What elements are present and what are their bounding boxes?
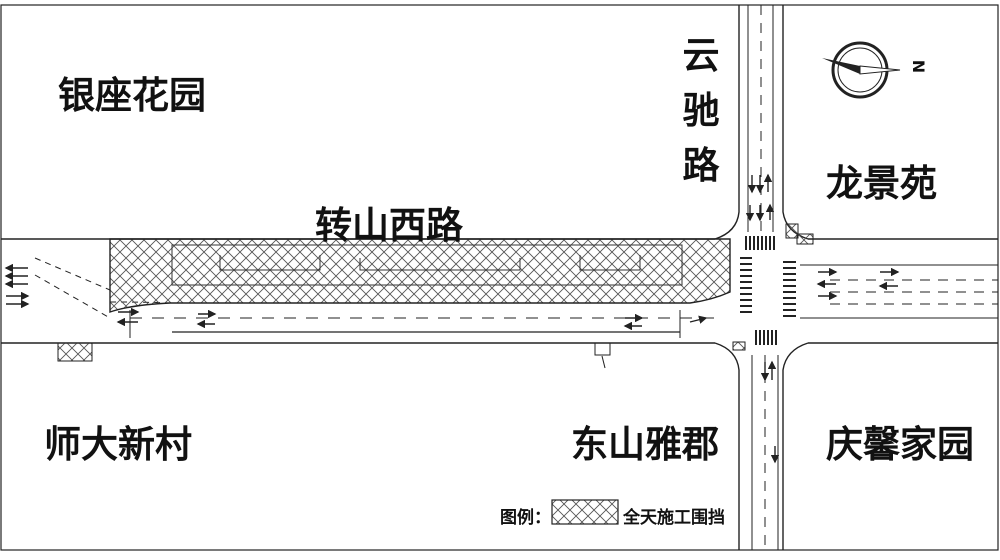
hatched-block [732,341,746,351]
east-lanes [800,264,998,319]
hatched-block [57,342,93,362]
legend-prefix: 图例： [500,508,551,528]
map-frame [0,4,999,551]
area-label-shida: 师大新村 [44,423,192,466]
hatched-block [785,223,799,239]
compass-icon [822,41,901,99]
inner-structure [171,244,683,286]
compass-north-label: N [909,59,929,74]
area-label-yinzuo: 银座花园 [58,74,206,117]
area-label-qingxin: 庆馨家园 [826,423,974,466]
area-label-dongshan: 东山雅郡 [571,423,719,466]
construction-enclosure [109,238,731,313]
hatched-block [796,233,814,245]
yunchi-lanes [747,5,779,550]
legend-swatch [551,499,619,525]
road-label-zhuanshan: 转山西路 [315,204,463,247]
temporary-lane [129,310,720,369]
crosswalks [740,236,796,345]
area-label-longjing: 龙景苑 [826,162,937,205]
inner-structure-details [219,255,641,271]
lane-arrows [4,173,900,464]
road-label-yunchi: 云驰路 [682,34,720,187]
legend-item-label: 全天施工围挡 [623,508,725,528]
